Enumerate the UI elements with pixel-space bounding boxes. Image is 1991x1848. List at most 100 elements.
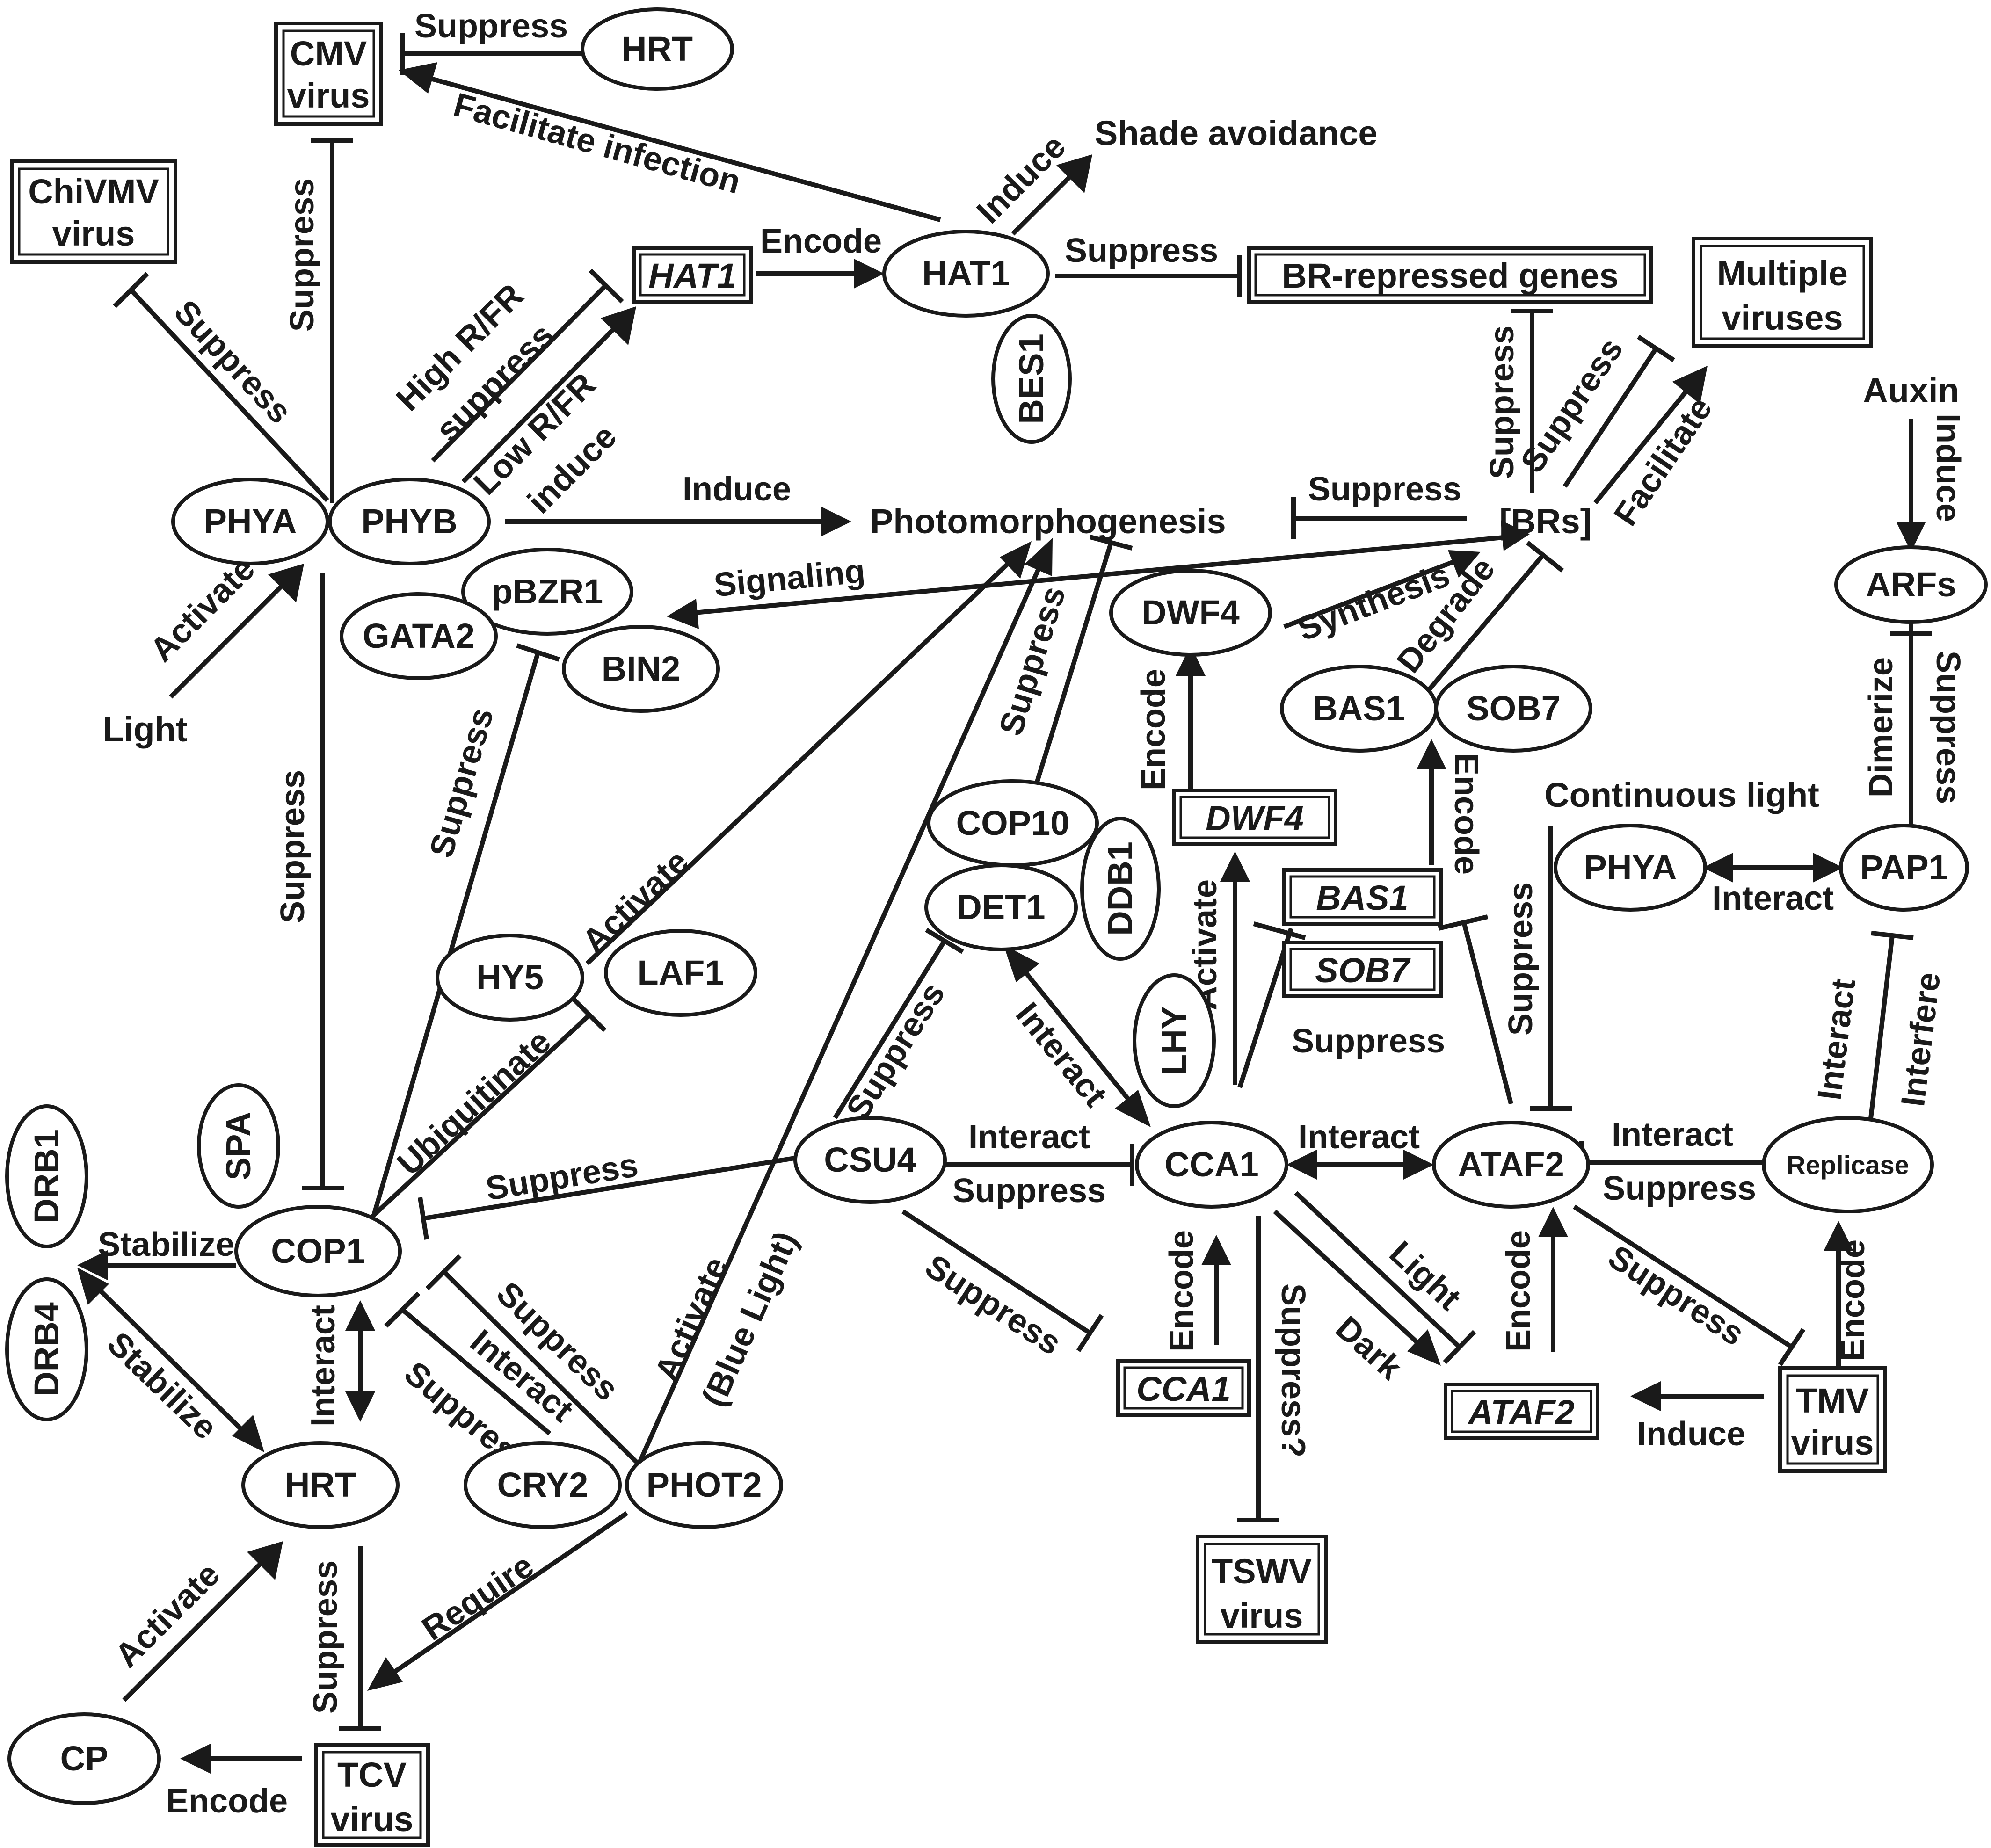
edge-label: Stabilize bbox=[100, 1325, 225, 1447]
node-bin2: BIN2 bbox=[562, 625, 720, 713]
edge-label: Facilitate bbox=[1607, 391, 1720, 532]
node-label: GATA2 bbox=[363, 616, 475, 655]
node-label: BAS1 bbox=[1313, 689, 1405, 728]
node-label: ChiVMV bbox=[28, 172, 159, 211]
node-label: CCA1 bbox=[1136, 1370, 1230, 1408]
node-dwf4: DWF4 bbox=[1109, 569, 1272, 657]
edge-label: Induce bbox=[970, 128, 1073, 231]
node-label: BR-repressed genes bbox=[1282, 256, 1619, 295]
node-label: Auxin bbox=[1863, 371, 1959, 410]
edge-label: Interact bbox=[1712, 880, 1834, 917]
node-label: BAS1 bbox=[1316, 878, 1408, 917]
edge-cca1-encode: Encode bbox=[1163, 1230, 1231, 1352]
node-label: PAP1 bbox=[1860, 848, 1948, 887]
node-label: viruses bbox=[1722, 298, 1843, 337]
node-label: DET1 bbox=[957, 888, 1045, 927]
edge-arfs-pap1: Dimerize Suppress bbox=[1862, 620, 1967, 835]
edge-label: Induce bbox=[1929, 413, 1967, 522]
node-label: Multiple bbox=[1717, 254, 1848, 293]
edge-label: Suppress bbox=[839, 976, 952, 1126]
edge-label: Suppress bbox=[483, 1146, 641, 1208]
node-shade-avoidance: Shade avoidance bbox=[1095, 114, 1378, 152]
node-label: pBZR1 bbox=[492, 572, 603, 611]
edge-label: Signaling bbox=[712, 552, 867, 604]
node-label: PHOT2 bbox=[647, 1465, 762, 1504]
edge-label: Suppress bbox=[1308, 471, 1461, 508]
edge-label: Suppress bbox=[1483, 326, 1521, 479]
node-label: SOB7 bbox=[1315, 951, 1411, 990]
node-cop10: COP10 bbox=[927, 779, 1099, 867]
node-phya-left: PHYA bbox=[171, 478, 329, 565]
edge-label: Suppress bbox=[1603, 1170, 1756, 1207]
node-label: virus bbox=[1791, 1423, 1874, 1462]
edge-label: Encode bbox=[1447, 753, 1485, 875]
edge-label: Suppress bbox=[1065, 232, 1218, 269]
node-continuous-light: Continuous light bbox=[1544, 775, 1819, 814]
node-label: LAF1 bbox=[638, 953, 724, 992]
edge-phot2-require-tcv: Require bbox=[367, 1511, 628, 1691]
edge-label: Induce bbox=[683, 471, 791, 508]
edge-label: Suppress bbox=[1502, 882, 1540, 1036]
edge-bas1-encode: Encode bbox=[1417, 739, 1485, 875]
node-label: Continuous light bbox=[1544, 775, 1819, 814]
node-photomorphogenesis: Photomorphogenesis bbox=[870, 502, 1226, 541]
node-label: HAT1 bbox=[922, 254, 1010, 293]
node-hy5: HY5 bbox=[436, 934, 584, 1022]
edge-label: Encode bbox=[1834, 1239, 1872, 1361]
node-drb4: DRB4 bbox=[5, 1277, 88, 1421]
edge-label: Suppress? bbox=[1274, 1283, 1312, 1457]
edge-label: Encode bbox=[760, 223, 882, 260]
node-label: PHYA bbox=[1584, 848, 1677, 887]
node-label: DWF4 bbox=[1141, 593, 1240, 632]
node-auxin: Auxin bbox=[1863, 371, 1959, 410]
node-sob7-gene: SOB7 bbox=[1282, 941, 1443, 998]
node-hrt-bottom: HRT bbox=[241, 1441, 400, 1529]
node-ataf2: ATAF2 bbox=[1432, 1121, 1590, 1209]
node-cry2: CRY2 bbox=[464, 1441, 622, 1529]
node-label: virus bbox=[1221, 1596, 1303, 1635]
edge-hrt-suppress-cmv: Suppress bbox=[400, 7, 582, 75]
edge-hrt-suppress-tcv: Suppress bbox=[307, 1546, 381, 1731]
edge-ataf2-suppress-tmv: Suppress bbox=[1573, 1204, 1806, 1366]
node-arfs: ARFs bbox=[1834, 545, 1988, 624]
edge-csu4-suppress-cop1: Suppress bbox=[418, 1146, 798, 1240]
node-label: LHY bbox=[1155, 1006, 1193, 1075]
edge-phot2-suppress-cop1: Suppress bbox=[425, 1254, 645, 1471]
edge-label: Dimerize bbox=[1862, 657, 1900, 797]
node-hat1-gene: HAT1 bbox=[632, 246, 753, 304]
edge-csu4-suppress-cca1-gene: Suppress bbox=[901, 1209, 1104, 1362]
node-phya-right: PHYA bbox=[1554, 824, 1707, 912]
edge-brs-suppress-br-genes: Suppress bbox=[1483, 309, 1553, 493]
edge-label: Suppress bbox=[167, 293, 298, 431]
node-cop1: COP1 bbox=[234, 1205, 402, 1297]
node-light: Light bbox=[103, 710, 188, 749]
edge-label: Ubiquitinate bbox=[390, 1022, 558, 1182]
node-bes1: BES1 bbox=[991, 314, 1072, 444]
edge-label: Interact bbox=[1811, 977, 1863, 1102]
edge-csu4-suppress-det1: Suppress bbox=[833, 928, 964, 1126]
node-label: HY5 bbox=[476, 958, 544, 997]
edge-cl-suppress-ataf2: Suppress bbox=[1502, 826, 1572, 1111]
node-cca1-gene: CCA1 bbox=[1116, 1359, 1251, 1417]
node-label: DRB4 bbox=[27, 1302, 66, 1396]
node-label: HRT bbox=[285, 1465, 356, 1504]
edge-label: Suppress bbox=[414, 7, 568, 45]
edge-label: Require bbox=[415, 1547, 540, 1648]
node-replicase: Replicase bbox=[1762, 1116, 1934, 1213]
edge-brs-suppress-photo: Suppress bbox=[1291, 471, 1467, 539]
edge-dwf4-encode: Encode bbox=[1135, 645, 1206, 790]
node-br-repressed-genes: BR-repressed genes bbox=[1247, 246, 1653, 304]
nodes: CMV virus ChiVMV virus Multiple viruses … bbox=[5, 7, 1988, 1847]
edge-cop1-suppress-phy: Suppress bbox=[274, 573, 344, 1190]
edge-replicase-pap1: Interact Interfere bbox=[1811, 931, 1947, 1135]
node-label: SPA bbox=[219, 1112, 258, 1181]
node-label: DDB1 bbox=[1101, 841, 1140, 935]
edge-label: Interact bbox=[305, 1305, 342, 1427]
node-label: Shade avoidance bbox=[1095, 114, 1378, 152]
node-label: HRT bbox=[622, 29, 693, 68]
node-pap1: PAP1 bbox=[1839, 824, 1969, 912]
node-label: ATAF2 bbox=[1458, 1145, 1564, 1184]
node-label: Light bbox=[103, 710, 188, 749]
node-gata2: GATA2 bbox=[340, 592, 498, 680]
